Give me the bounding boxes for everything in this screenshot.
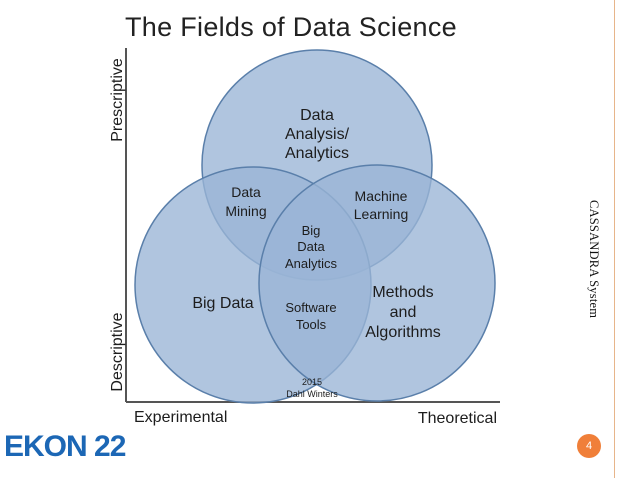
label-big-data: Big Data [192,295,253,312]
label-software-tools-2: Tools [296,317,327,332]
figure-title: The Fields of Data Science [125,12,457,42]
label-center-1: Big [302,223,321,238]
ekon-logo: EKON 22 [4,430,126,463]
label-data-analysis-2: Analysis/ [285,126,350,143]
label-data-analysis-1: Data [300,107,334,124]
y-axis-top-label: Prescriptive [109,58,126,142]
label-data-mining-1: Data [231,184,261,200]
circle-methods-algorithms [258,164,496,402]
label-methods-1: Methods [372,284,433,301]
credit-author: Dahl Winters [286,389,338,399]
label-machine-learning-2: Learning [354,206,409,222]
label-methods-2: and [390,304,417,321]
page-number-badge: 4 [577,434,601,458]
side-label: CASSANDRA System [587,200,601,319]
label-methods-3: Algorithms [365,324,441,341]
label-machine-learning-1: Machine [355,188,408,204]
y-axis-bottom-label: Descriptive [109,312,126,391]
credit-year: 2015 [302,377,322,387]
x-axis-left-label: Experimental [134,409,227,426]
x-axis-right-label: Theoretical [418,410,497,427]
side-rule [614,0,615,478]
label-data-analysis-3: Analytics [285,145,349,162]
label-center-3: Analytics [285,256,338,271]
label-center-2: Data [297,239,325,254]
label-data-mining-2: Mining [225,203,266,219]
label-software-tools-1: Software [285,300,336,315]
